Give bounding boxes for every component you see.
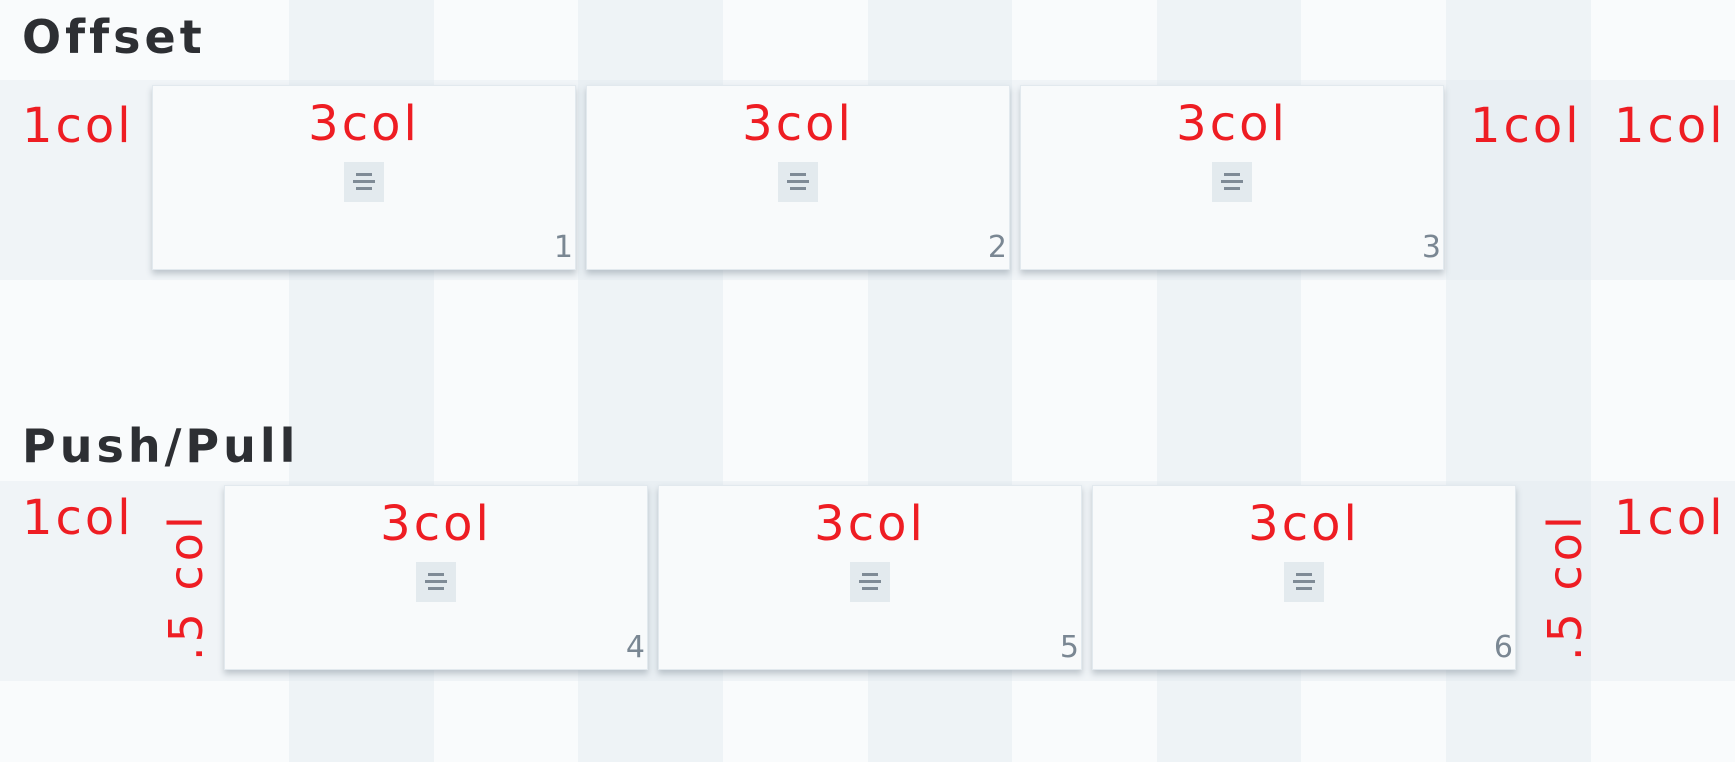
card-number: 5 <box>1059 630 1079 665</box>
card-title: 3col <box>308 96 420 152</box>
text-align-center-icon <box>1212 162 1252 202</box>
card-title: 3col <box>1248 496 1360 552</box>
offset-heading: Offset <box>22 10 206 64</box>
pushpull-card-4: 3col 4 <box>224 485 648 670</box>
offset-card-1: 3col 1 <box>152 85 576 270</box>
grid-column <box>1590 0 1735 762</box>
text-align-center-icon <box>416 562 456 602</box>
card-number: 6 <box>1493 630 1513 665</box>
card-title: 3col <box>742 96 854 152</box>
text-align-center-icon <box>850 562 890 602</box>
card-title: 3col <box>1176 96 1288 152</box>
pushpull-left-1col-label: 1col <box>22 490 134 546</box>
card-title: 3col <box>380 496 492 552</box>
offset-right-1col-label-a: 1col <box>1470 98 1582 154</box>
pushpull-right-half-col-label: .5 col <box>1538 512 1592 661</box>
grid-column <box>0 0 145 762</box>
pushpull-right-1col-label: 1col <box>1614 490 1726 546</box>
pushpull-card-6: 3col 6 <box>1092 485 1516 670</box>
card-number: 1 <box>553 230 573 265</box>
offset-right-1col-label-b: 1col <box>1614 98 1726 154</box>
offset-card-3: 3col 3 <box>1020 85 1444 270</box>
card-number: 2 <box>987 230 1007 265</box>
text-align-center-icon <box>1284 562 1324 602</box>
offset-left-1col-label: 1col <box>22 98 134 154</box>
card-number: 3 <box>1421 230 1441 265</box>
text-align-center-icon <box>778 162 818 202</box>
pushpull-card-5: 3col 5 <box>658 485 1082 670</box>
text-align-center-icon <box>344 162 384 202</box>
pushpull-left-half-col-label: .5 col <box>159 512 213 661</box>
offset-card-2: 3col 2 <box>586 85 1010 270</box>
card-number: 4 <box>625 630 645 665</box>
pushpull-heading: Push/Pull <box>22 419 300 473</box>
card-title: 3col <box>814 496 926 552</box>
